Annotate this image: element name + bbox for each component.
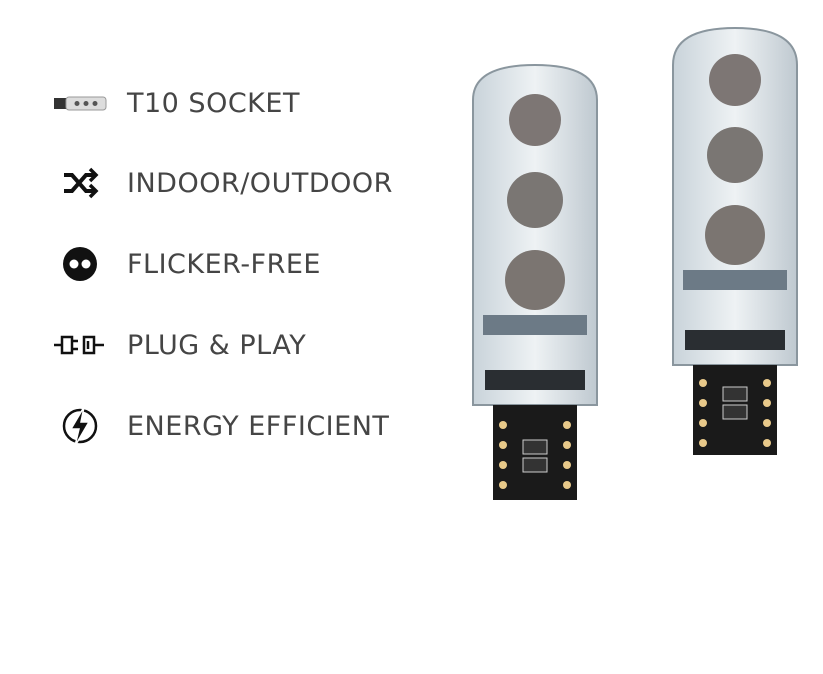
shuffle-icon <box>50 163 110 203</box>
feature-label: ENERGY EFFICIENT <box>127 410 390 442</box>
feature-indoor-outdoor: INDOOR/OUTDOOR <box>50 163 392 203</box>
lightning-icon <box>50 406 110 447</box>
feature-t10-socket: T10 SOCKET <box>50 83 299 123</box>
t10-bulb-icon <box>50 83 110 123</box>
plug-icon <box>50 325 110 365</box>
feature-label: INDOOR/OUTDOOR <box>127 167 393 199</box>
feature-flicker-free: FLICKER-FREE <box>50 244 320 284</box>
led-bulb-left <box>472 63 598 500</box>
feature-label: T10 SOCKET <box>127 87 300 119</box>
feature-label: PLUG & PLAY <box>127 329 307 361</box>
led-bulb-right <box>672 26 798 455</box>
flicker-free-icon <box>50 244 110 284</box>
feature-label: FLICKER-FREE <box>127 248 321 280</box>
feature-energy-efficient: ENERGY EFFICIENT <box>50 406 389 447</box>
feature-plug-and-play: PLUG & PLAY <box>50 325 306 365</box>
